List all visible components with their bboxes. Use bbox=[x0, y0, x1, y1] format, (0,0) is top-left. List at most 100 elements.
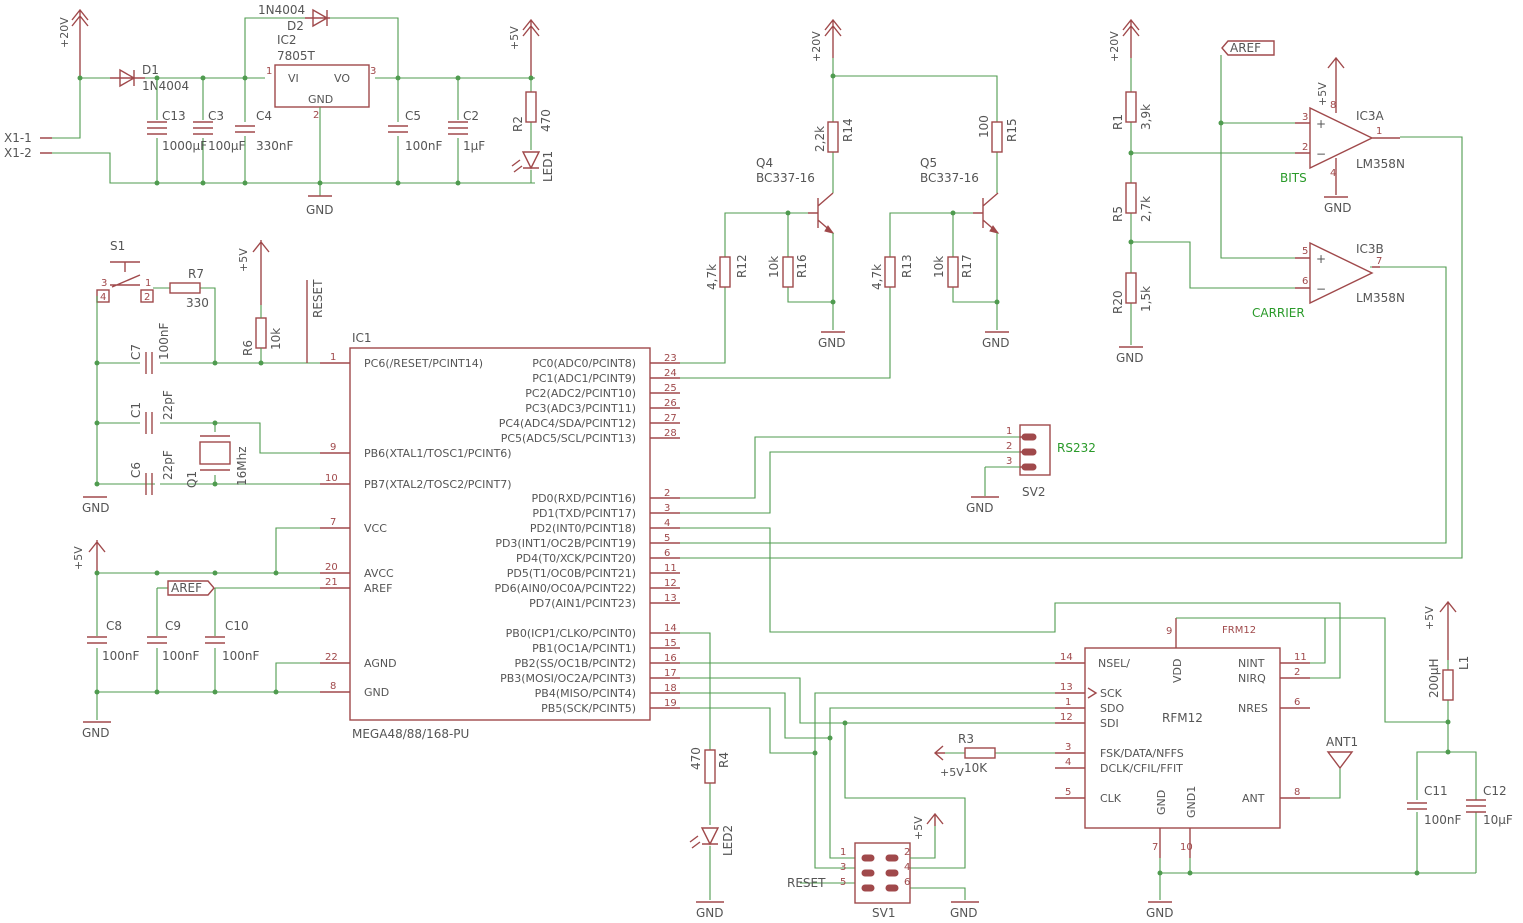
ic1-pin-vcc: VCC bbox=[364, 522, 387, 535]
r15-label: R15 bbox=[1005, 118, 1019, 142]
sv1-reset-label: RESET bbox=[787, 876, 826, 890]
r20-label: R20 bbox=[1111, 290, 1125, 314]
svg-text:+: + bbox=[1316, 117, 1326, 131]
ic1-pin-label: PB4(MISO/PCINT4) bbox=[535, 687, 636, 700]
r4-value: 470 bbox=[689, 747, 703, 770]
rfm-pin-gnd: GND bbox=[1155, 790, 1168, 815]
svg-text:4: 4 bbox=[1330, 168, 1336, 179]
v20-label-opamp: +20V bbox=[1108, 31, 1121, 62]
svg-text:2: 2 bbox=[1302, 142, 1308, 153]
q1-value: 16Mhz bbox=[235, 446, 249, 486]
c12-value: 10µF bbox=[1483, 813, 1513, 827]
r15-value: 100 bbox=[977, 115, 991, 138]
ic1-pin-number: 11 bbox=[664, 563, 677, 574]
ic3a-label: IC3A bbox=[1356, 109, 1385, 123]
c7-label: C7 bbox=[129, 344, 143, 360]
sv2-label: SV2 bbox=[1022, 485, 1045, 499]
d2-label: D2 bbox=[287, 19, 304, 33]
r5-label: R5 bbox=[1111, 206, 1125, 222]
x1-2-label: X1-2 bbox=[4, 146, 32, 160]
rfm-pin-ant: ANT bbox=[1242, 792, 1265, 805]
l1-label: L1 bbox=[1457, 656, 1471, 670]
ic1-pin-number: 6 bbox=[664, 548, 670, 559]
d1-label: D1 bbox=[142, 63, 159, 77]
c8-label: C8 bbox=[106, 619, 122, 633]
power-supply-section: +20V X1-1 X1-2 D1 1N4004 1N4004 D2 IC2 7… bbox=[4, 3, 555, 217]
ic1-pin-number: 18 bbox=[664, 683, 677, 694]
q4-value: BC337-16 bbox=[756, 171, 815, 185]
r1-label: R1 bbox=[1111, 114, 1125, 130]
ic1-pin-number: 24 bbox=[664, 368, 677, 379]
svg-text:2: 2 bbox=[904, 847, 910, 858]
c10-value: 100nF bbox=[222, 649, 260, 663]
v20-label: +20V bbox=[58, 17, 71, 48]
ic1-pinnum-7: 7 bbox=[330, 517, 336, 528]
ic1-pin-number: 14 bbox=[664, 623, 677, 634]
ic1-pin-pb6: PB6(XTAL1/TOSC1/PCINT6) bbox=[364, 447, 512, 460]
r7-label: R7 bbox=[188, 267, 204, 281]
svg-text:6: 6 bbox=[1302, 276, 1308, 287]
ic1-pinnum-8: 8 bbox=[330, 681, 336, 692]
c1-value: 22pF bbox=[161, 390, 175, 420]
gnd-label-rs232: GND bbox=[966, 501, 994, 515]
ic1-pin-number: 12 bbox=[664, 578, 677, 589]
c5-value: 100nF bbox=[405, 139, 443, 153]
svg-text:2: 2 bbox=[144, 292, 150, 303]
ic1-pin-label: PC2(ADC2/PCINT10) bbox=[525, 387, 636, 400]
ic1-pin-number: 17 bbox=[664, 668, 677, 679]
led2-label: LED2 bbox=[721, 825, 735, 856]
gnd-label-q5: GND bbox=[982, 336, 1010, 350]
r14-value: 2,2k bbox=[813, 126, 827, 152]
ic1-pin-label: PC3(ADC3/PCINT11) bbox=[525, 402, 636, 415]
svg-text:1: 1 bbox=[840, 847, 846, 858]
ic1-pin-avcc: AVCC bbox=[364, 567, 394, 580]
v20-label-drivers: +20V bbox=[810, 31, 823, 62]
svg-text:3: 3 bbox=[101, 278, 107, 289]
ic2-value: 7805T bbox=[277, 49, 316, 63]
svg-text:5: 5 bbox=[840, 877, 846, 888]
ic2-vi: VI bbox=[288, 72, 299, 85]
ic1-pin-number: 2 bbox=[664, 488, 670, 499]
v5-label-l1: +5V bbox=[1423, 606, 1436, 630]
gnd-label-ic2: GND bbox=[306, 203, 334, 217]
rfm-pinnum-13: 13 bbox=[1060, 682, 1073, 693]
svg-text:3: 3 bbox=[370, 66, 376, 77]
q1-label: Q1 bbox=[185, 471, 199, 488]
c9-value: 100nF bbox=[162, 649, 200, 663]
c11-label: C11 bbox=[1424, 784, 1448, 798]
svg-text:7: 7 bbox=[1376, 256, 1382, 267]
ic1-pinnum-1: 1 bbox=[330, 352, 336, 363]
v5-label-sv1: +5V bbox=[912, 816, 925, 840]
gnd-label-reset: GND bbox=[82, 501, 110, 515]
r16-label: R16 bbox=[795, 254, 809, 278]
svg-text:1: 1 bbox=[1006, 426, 1012, 437]
v5-label-reset: +5V bbox=[237, 248, 250, 272]
r3-value: 10K bbox=[964, 761, 988, 775]
ic3b-part: LM358N bbox=[1356, 291, 1405, 305]
svg-text:3: 3 bbox=[1302, 112, 1308, 123]
ic3a-part: LM358N bbox=[1356, 157, 1405, 171]
mcu-wiring bbox=[680, 136, 1463, 900]
rfm-pinnum-5: 5 bbox=[1065, 787, 1071, 798]
d2-value: 1N4004 bbox=[258, 3, 305, 17]
svg-text:4: 4 bbox=[904, 862, 910, 873]
ic1-pin-number: 25 bbox=[664, 383, 677, 394]
c2-value: 1µF bbox=[463, 139, 485, 153]
ic2-gnd: GND bbox=[308, 93, 333, 106]
c11-value: 100nF bbox=[1424, 813, 1462, 827]
v5-label-supply: +5V bbox=[508, 26, 521, 50]
s1-label: S1 bbox=[110, 239, 125, 253]
ic1-pin-number: 4 bbox=[664, 518, 670, 529]
l1-value: 200µH bbox=[1427, 658, 1441, 698]
rfm12-title: FRM12 bbox=[1222, 625, 1256, 636]
bits-label: BITS bbox=[1280, 171, 1307, 185]
c13-label: C13 bbox=[162, 109, 186, 123]
ic1-pinnum-20: 20 bbox=[325, 562, 338, 573]
rfm-pin-sdo: SDO bbox=[1100, 702, 1124, 715]
gnd-label-led2: GND bbox=[696, 906, 724, 920]
rfm-pin-sck: SCK bbox=[1100, 687, 1123, 700]
r4-label: R4 bbox=[717, 752, 731, 768]
ic1-pin-pc6: PC6(/RESET/PCINT14) bbox=[364, 357, 483, 370]
ic1-pin-number: 26 bbox=[664, 398, 677, 409]
